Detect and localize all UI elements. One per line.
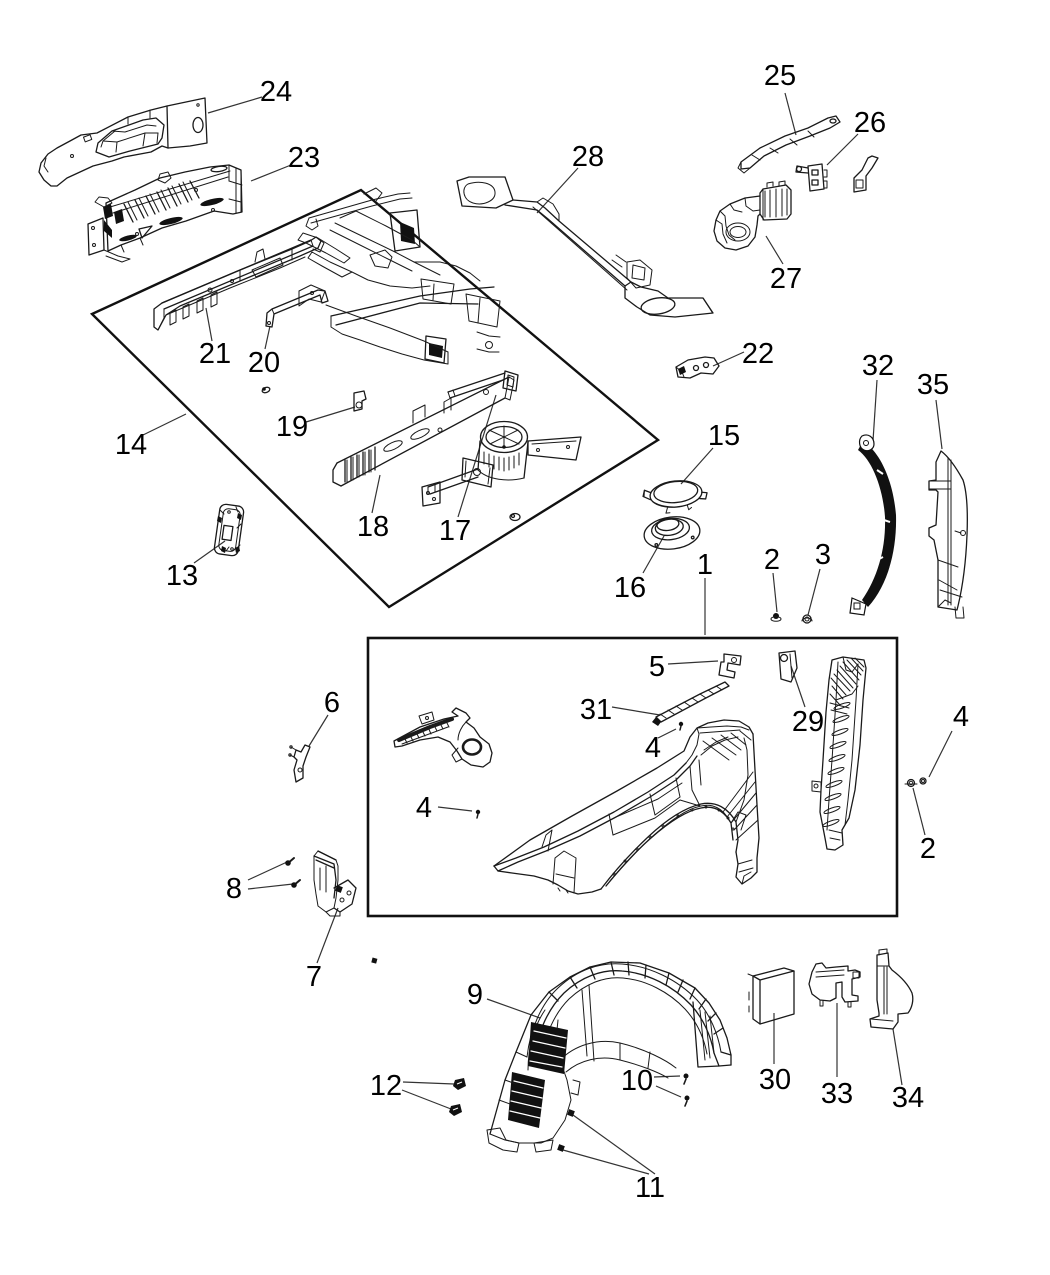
svg-text:30: 30 — [759, 1064, 791, 1096]
svg-text:10: 10 — [621, 1065, 653, 1097]
svg-text:5: 5 — [649, 651, 665, 683]
svg-text:17: 17 — [439, 515, 471, 547]
svg-text:4: 4 — [645, 732, 661, 764]
svg-text:22: 22 — [742, 338, 774, 370]
svg-text:2: 2 — [764, 544, 780, 576]
svg-text:26: 26 — [854, 107, 886, 139]
svg-text:7: 7 — [306, 961, 322, 993]
svg-text:35: 35 — [917, 369, 949, 401]
svg-text:29: 29 — [792, 706, 824, 738]
svg-text:28: 28 — [572, 141, 604, 173]
svg-text:9: 9 — [467, 979, 483, 1011]
svg-text:19: 19 — [276, 411, 308, 443]
svg-text:18: 18 — [357, 511, 389, 543]
svg-text:20: 20 — [248, 347, 280, 379]
svg-text:6: 6 — [324, 687, 340, 719]
svg-text:34: 34 — [892, 1082, 924, 1114]
svg-text:13: 13 — [166, 560, 198, 592]
svg-text:1: 1 — [697, 549, 713, 581]
svg-text:27: 27 — [770, 263, 802, 295]
svg-text:33: 33 — [821, 1078, 853, 1110]
svg-text:21: 21 — [199, 338, 231, 370]
svg-text:23: 23 — [288, 142, 320, 174]
svg-text:4: 4 — [953, 701, 969, 733]
svg-text:8: 8 — [226, 873, 242, 905]
svg-text:31: 31 — [580, 694, 612, 726]
svg-text:11: 11 — [635, 1172, 665, 1204]
svg-text:32: 32 — [862, 350, 894, 382]
svg-text:4: 4 — [416, 792, 432, 824]
svg-text:25: 25 — [764, 60, 796, 92]
svg-text:16: 16 — [614, 572, 646, 604]
svg-text:14: 14 — [115, 429, 147, 461]
svg-text:15: 15 — [708, 420, 740, 452]
svg-text:2: 2 — [920, 833, 936, 865]
svg-text:3: 3 — [815, 539, 831, 571]
svg-text:24: 24 — [260, 76, 292, 108]
svg-text:12: 12 — [370, 1070, 402, 1102]
